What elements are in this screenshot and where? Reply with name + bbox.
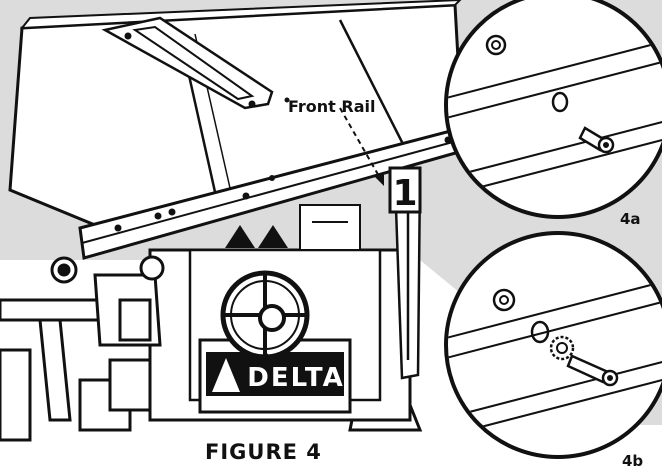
- detail-circle-4a: [444, 0, 662, 219]
- detail-circle-4b: [444, 231, 662, 459]
- delta-nameplate: DELTA: [198, 338, 352, 414]
- figure-caption: FIGURE 4: [205, 440, 322, 464]
- detail-label-4a: 4a: [620, 210, 641, 228]
- throat-plate: [101, 16, 274, 110]
- blade-height-handwheel: [220, 270, 310, 365]
- step-number-box: 1: [388, 166, 422, 214]
- front-rail: [78, 126, 468, 260]
- step-number: 1: [392, 173, 417, 214]
- front-rail-leader: [284, 97, 384, 186]
- switch-box: [50, 255, 165, 347]
- brand-text: DELTA: [247, 363, 344, 393]
- warning-triangle-icon: [225, 225, 288, 248]
- detail-label-4b: 4b: [622, 452, 643, 469]
- front-rail-label: Front Rail: [288, 97, 375, 116]
